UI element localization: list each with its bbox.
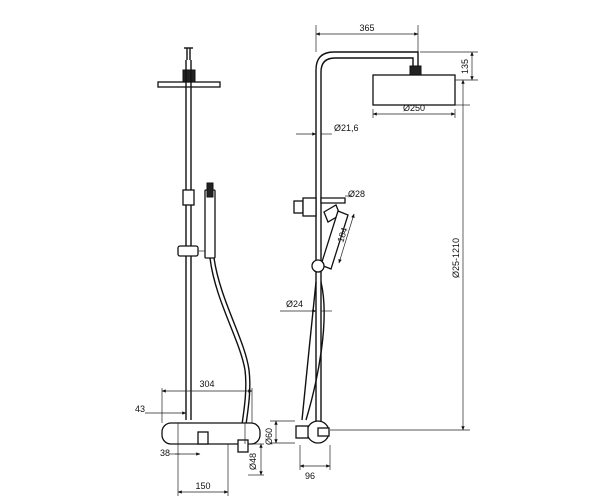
hose-outer [209, 257, 247, 441]
mixer-side-valve [295, 425, 309, 439]
mixer-diverter [197, 431, 209, 445]
side-view: 365 Ø250 135 Ø25-1210 Ø21,6 Ø28 184 [264, 23, 478, 481]
dim-365: 365 [359, 23, 374, 33]
dim-o250: Ø250 [403, 103, 425, 113]
dim-150: 150 [195, 481, 210, 491]
hose-inner [213, 257, 251, 441]
holder-top [320, 197, 346, 204]
hose-side-inner [301, 281, 317, 421]
shower-head-side [372, 74, 456, 106]
slider-bracket [177, 245, 199, 257]
slider-knob [311, 259, 325, 273]
rail-clamp-upper [182, 189, 195, 206]
handshower-head-icon [206, 182, 214, 198]
dim-304: 304 [199, 379, 214, 389]
dim-o28: Ø28 [348, 189, 365, 199]
mixer-outlet [237, 439, 249, 453]
dim-43: 43 [135, 404, 145, 414]
holder-clamp [293, 200, 304, 214]
shower-head-joint [182, 69, 196, 83]
thermostatic-mixer-body [161, 422, 261, 445]
dim-o48: Ø48 [248, 453, 258, 470]
riser-pipe-inner [320, 57, 414, 425]
dim-184: 184 [335, 226, 349, 243]
dim-135: 135 [460, 59, 470, 74]
dim-o60: Ø60 [264, 428, 274, 445]
hose-side-outer [305, 281, 325, 421]
dim-o21-6: Ø21,6 [334, 123, 359, 133]
dim-96: 96 [305, 471, 315, 481]
shower-head-front [157, 81, 221, 88]
holder-arm [302, 197, 317, 217]
rail-finial [186, 48, 191, 60]
riser-pipe-outer [315, 51, 419, 425]
front-view: 304 43 38 150 Ø48 [135, 47, 264, 496]
mixer-side-wall [317, 427, 330, 437]
dim-38: 38 [160, 448, 170, 458]
handshower [204, 189, 216, 259]
dim-o24: Ø24 [286, 299, 303, 309]
head-connector [409, 65, 422, 76]
dim-height-range: Ø25-1210 [451, 238, 461, 278]
